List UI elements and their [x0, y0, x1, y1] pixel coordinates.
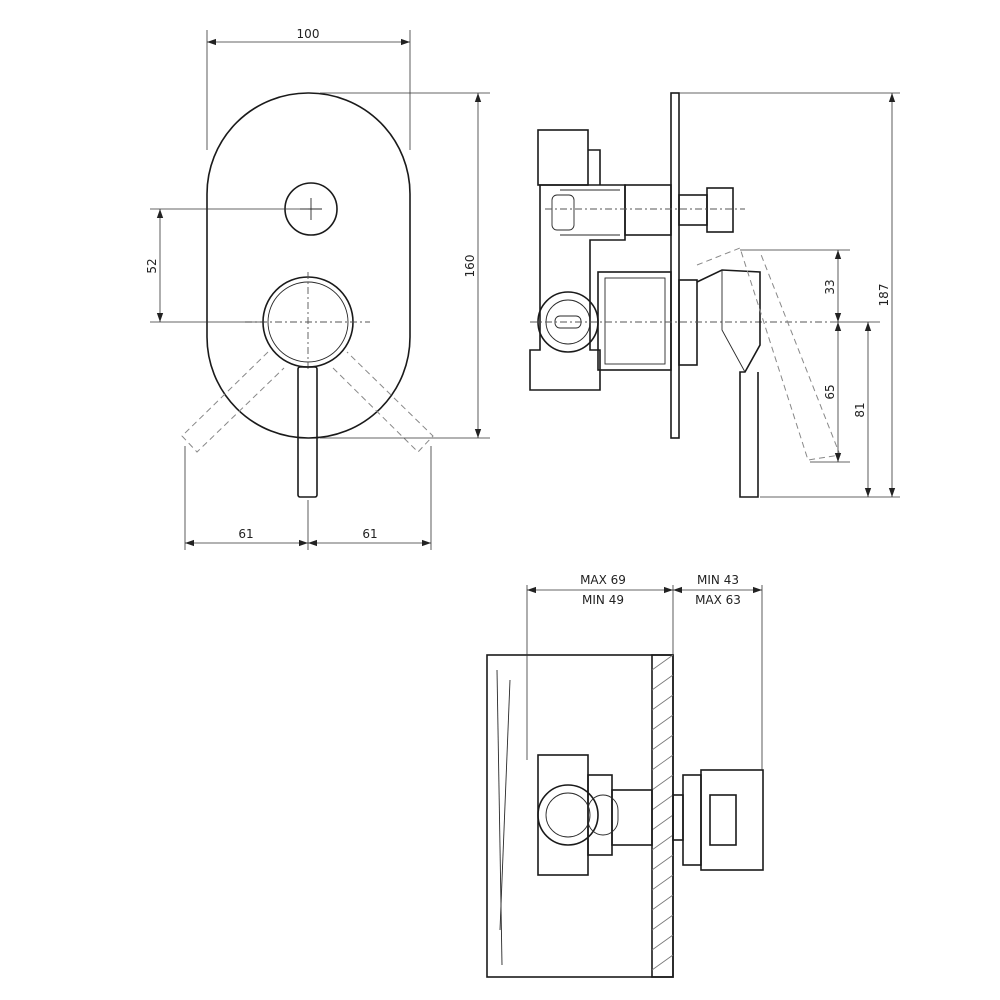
dim-height: 160 [463, 255, 477, 278]
wall-section [486, 654, 674, 978]
dim-width: 100 [297, 27, 320, 41]
dim-projection-max: MAX 63 [695, 593, 741, 607]
dim-upper: 33 [823, 279, 837, 294]
dim-diverter-offset: 52 [145, 258, 159, 273]
lever-handle [297, 366, 318, 498]
dim-depth-max: MAX 69 [580, 573, 626, 587]
cover-plate [206, 92, 411, 439]
front-view: 100 160 52 61 61 [145, 27, 490, 550]
lever-ghost-left [181, 351, 285, 453]
side-cover-plate [670, 92, 680, 439]
side-lever [696, 269, 761, 498]
dim-lower: 65 [823, 384, 837, 399]
dim-depth-min: MIN 49 [582, 593, 624, 607]
install-view: MAX 69 MIN 49 MIN 43 MAX 63 [486, 573, 764, 978]
dim-lever-left: 61 [238, 527, 253, 541]
dim-lever-right: 61 [362, 527, 377, 541]
dim-projection-min: MIN 43 [697, 573, 739, 587]
wall-hatching [651, 654, 674, 971]
valve-body [529, 184, 626, 391]
lever-ghost-right [332, 351, 434, 453]
dim-total-height: 187 [877, 284, 891, 307]
outlet-port [537, 291, 599, 353]
dim-to-lever-end: 81 [853, 402, 867, 417]
side-view: 187 33 65 81 [529, 92, 900, 498]
